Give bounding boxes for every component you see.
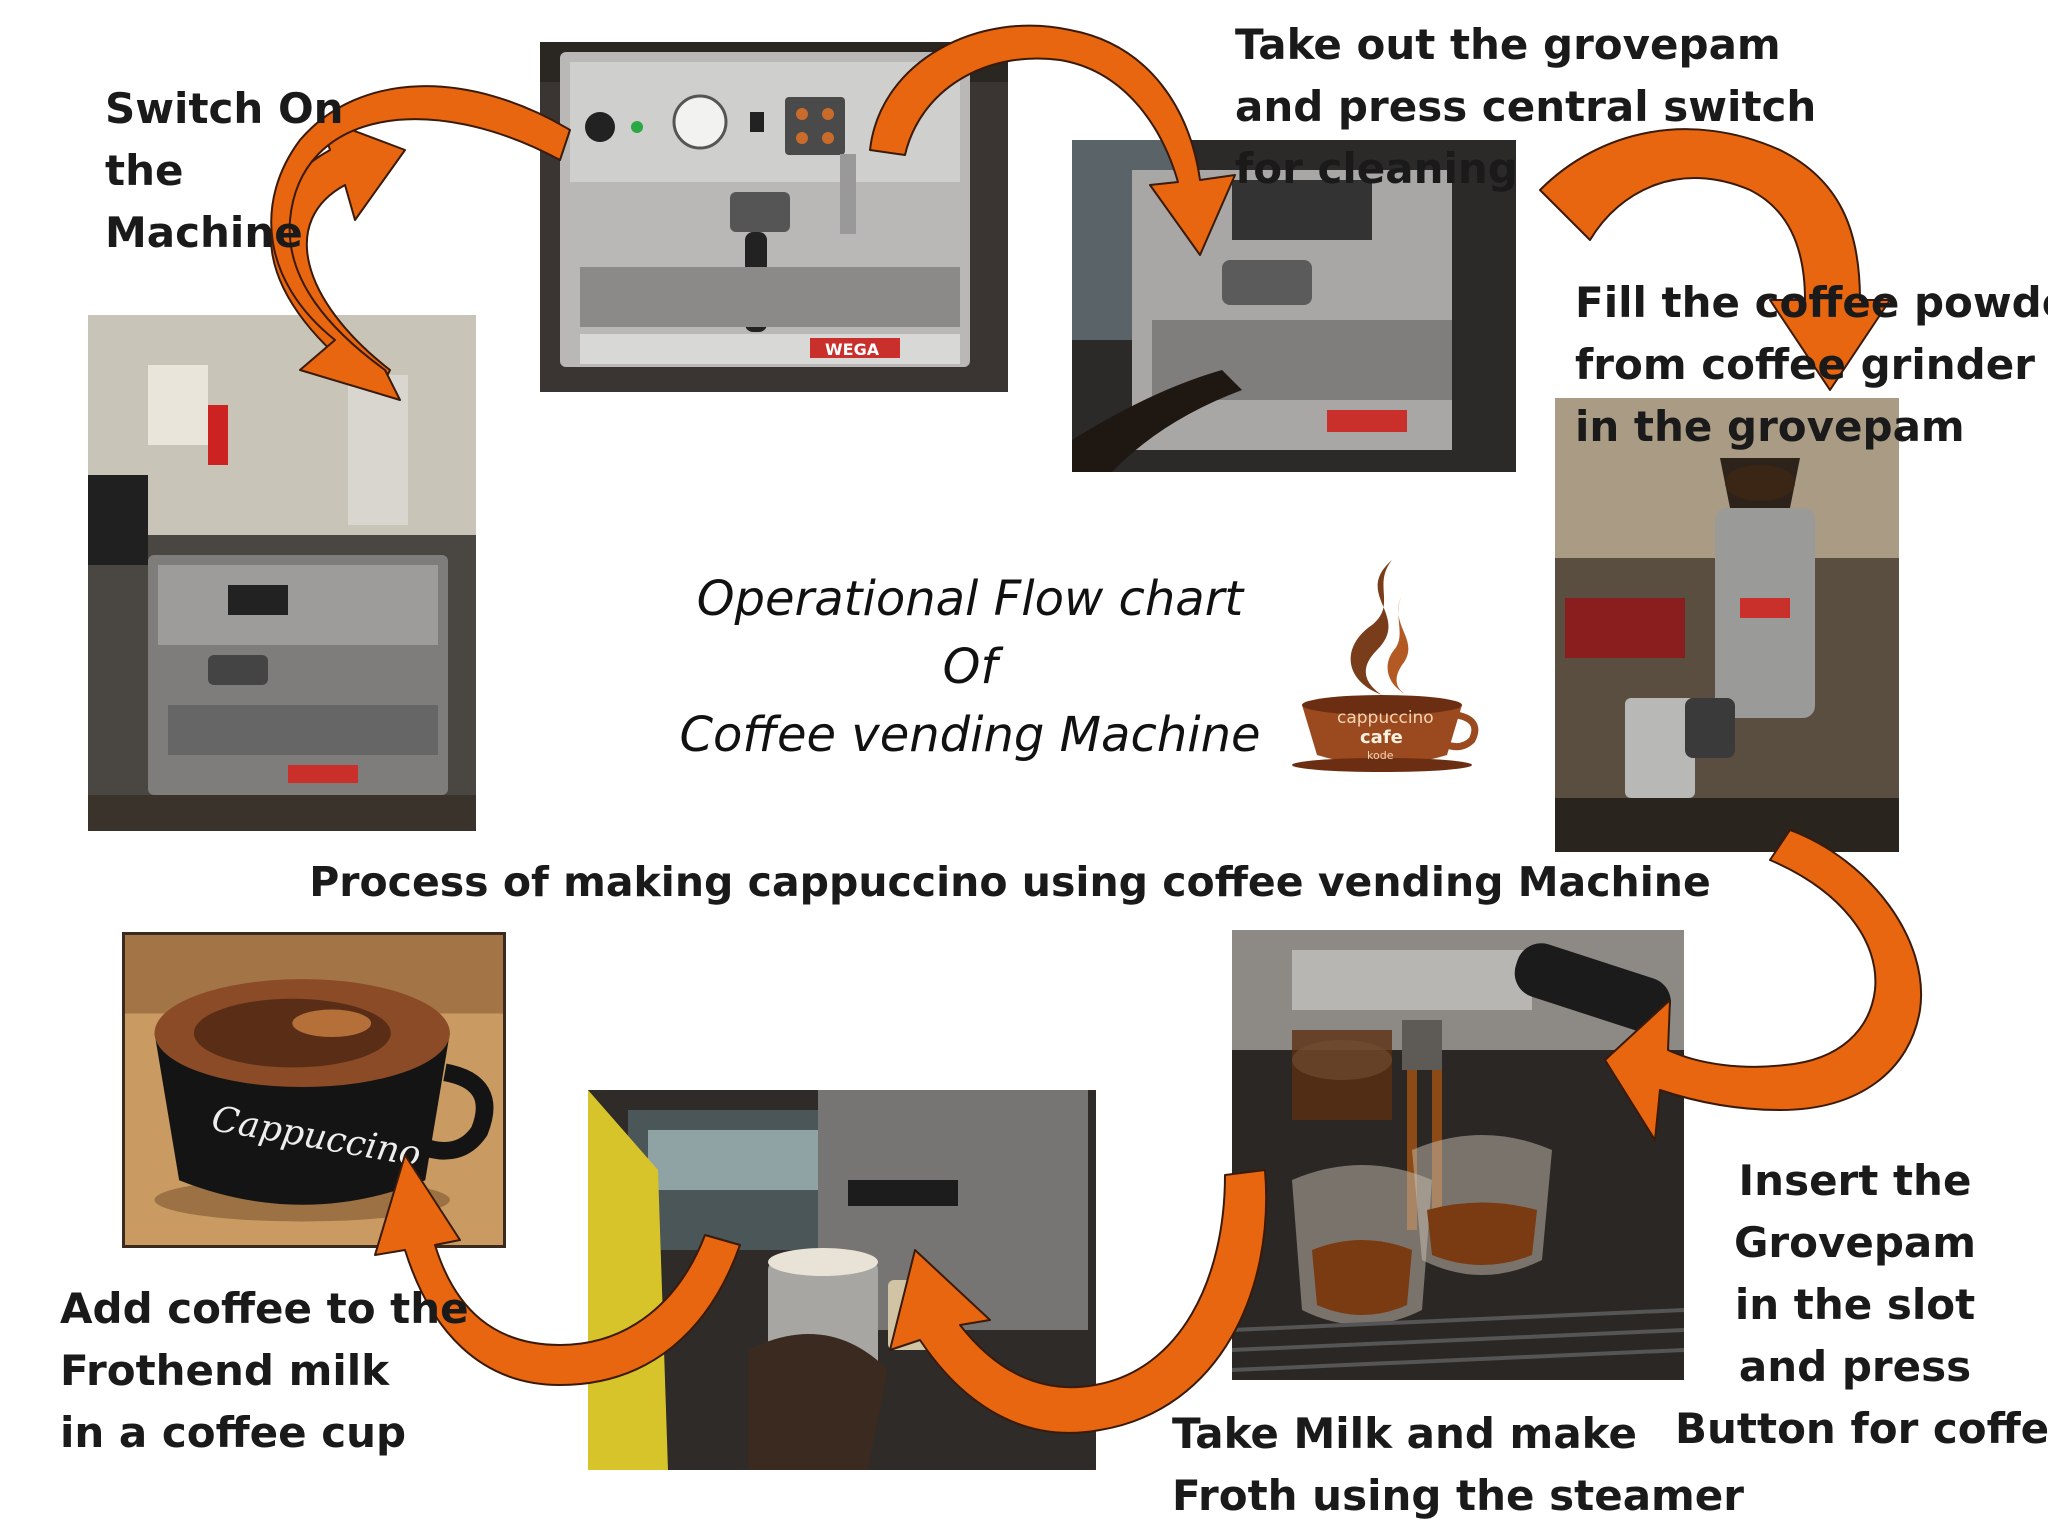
logo-line2: cafe bbox=[1360, 727, 1403, 748]
chart-title: Operational Flow chart Of Coffee vending… bbox=[679, 571, 1261, 763]
steaming-milk-photo bbox=[588, 1090, 1096, 1470]
step-froth-milk: Take Milk and make Froth using the steam… bbox=[1172, 1409, 1745, 1520]
step-insert-grovepam: Insert the Grovepam in the slot and pres… bbox=[1675, 1156, 2048, 1453]
logo-line3: kode bbox=[1367, 749, 1394, 762]
step-switch-on: Switch On the Machine bbox=[105, 84, 344, 257]
step-cleaning: Take out the grovepam and press central … bbox=[1235, 20, 1817, 193]
machine-left-photo bbox=[88, 315, 476, 831]
cafe-logo: cappuccino cafe kode bbox=[1282, 555, 1482, 780]
cappuccino-photo: Cappuccino bbox=[122, 932, 506, 1248]
espresso-pour-photo bbox=[1232, 930, 1684, 1380]
machine-brand-label: WEGA bbox=[825, 340, 880, 359]
step-add-coffee: Add coffee to the Frothend milk in a cof… bbox=[60, 1284, 469, 1457]
machine-front-photo: WEGA bbox=[540, 42, 1008, 392]
logo-line1: cappuccino bbox=[1337, 708, 1434, 728]
grinder-photo bbox=[1555, 398, 1899, 852]
step-fill-powder: Fill the coffee powder from coffee grind… bbox=[1575, 278, 2048, 451]
process-subtitle: Process of making cappuccino using coffe… bbox=[309, 858, 1711, 906]
